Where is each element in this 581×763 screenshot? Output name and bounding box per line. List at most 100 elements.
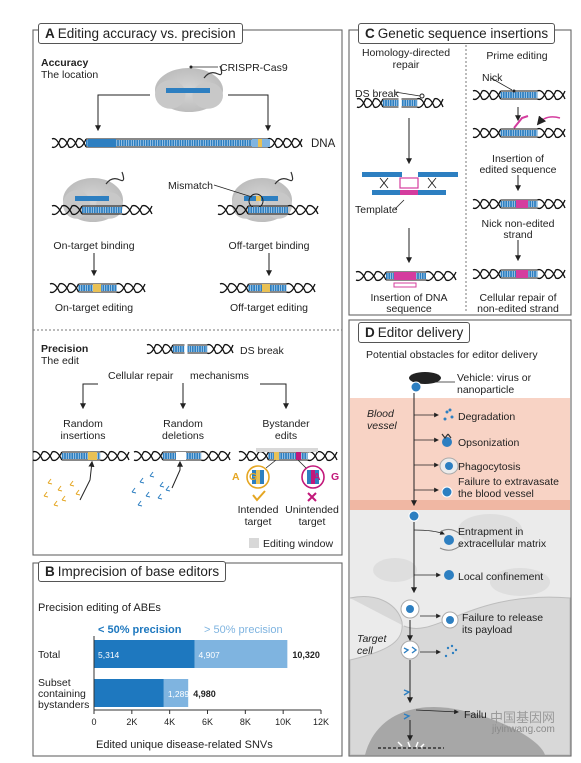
ecm-blob-2	[490, 568, 550, 596]
releasing-endosome-icon	[400, 640, 420, 660]
segment-label: 1,289	[168, 689, 190, 699]
mechanisms-label: mechanisms	[190, 370, 249, 382]
template-leader	[394, 199, 405, 210]
editing-window-swatch	[249, 538, 259, 548]
template-insert	[400, 190, 418, 195]
dna-helix-strand	[416, 97, 444, 109]
dna-helix-strand	[49, 282, 80, 294]
unreleased-particle-icon	[446, 616, 454, 624]
dna-helix-strand	[121, 204, 153, 216]
dna-helix-strand	[287, 204, 319, 216]
mismatch-label: Mismatch	[168, 180, 213, 192]
segment-label: 4,907	[199, 650, 221, 660]
random-insertions-line1: Random	[63, 418, 103, 430]
confined-particle-icon	[444, 570, 454, 580]
dna-helix-strand	[537, 89, 566, 101]
bystander-line2: edits	[274, 430, 298, 442]
watermark-line2: jiyinwang.com	[492, 724, 555, 735]
nuclear-entry-burst	[397, 741, 425, 749]
dna-helix-strand	[355, 270, 387, 282]
release-line2: its payload	[462, 624, 513, 636]
dna-bases	[82, 207, 122, 213]
panel-b-title: Imprecision of base editors	[57, 564, 220, 579]
crispr-leader-dot	[189, 65, 193, 69]
dna-prime-insert	[472, 127, 566, 139]
arrow-to-on-target	[95, 94, 150, 132]
dna-helix-strand	[32, 450, 63, 462]
intended-line1: Intended	[237, 504, 279, 516]
entrapped-particle-icon	[444, 535, 454, 545]
dna-helix-strand	[472, 127, 502, 139]
panel-c-title: Genetic sequence insertions	[377, 26, 549, 41]
dna-helix-strand	[286, 282, 316, 294]
dna-bases	[248, 207, 288, 213]
arrow-to-off-target	[228, 94, 271, 132]
degraded-cargo	[446, 646, 450, 650]
panel-a-letter: A	[45, 26, 55, 41]
nuclear-cargo-icon	[403, 713, 411, 720]
dna-helix-strand	[116, 282, 146, 294]
panel-d-frame	[348, 319, 572, 757]
local-confinement-label: Local confinement	[458, 571, 544, 583]
dna-helix-strand	[356, 97, 384, 109]
degraded-cargo	[454, 648, 458, 652]
insert-loop	[399, 177, 419, 189]
bar-total-label: 10,320	[292, 650, 320, 660]
dna-on-edited	[49, 282, 146, 294]
dna-helix-strand	[49, 282, 80, 294]
arrow-to-insertions	[80, 383, 98, 410]
degradation-label: Degradation	[458, 411, 516, 423]
deleted-nucleotide	[145, 491, 151, 498]
dna-helix-strand	[133, 450, 164, 462]
cas9-lobe	[192, 82, 223, 109]
dna-off-edited	[219, 282, 316, 294]
dna-highlight	[262, 284, 270, 292]
ecm-fiber-icon	[439, 528, 463, 551]
abe-precision-chart: Precision editing of ABEs< 50% precision…	[38, 602, 329, 751]
dna-helix-strand	[238, 450, 269, 462]
nick-non-line1: Nick non-edited	[481, 218, 555, 230]
base-g-left: G	[249, 471, 258, 483]
panel-d-letter: D	[365, 325, 375, 340]
obstacles-label: Potential obstacles for editor delivery	[366, 349, 538, 361]
degraded-fragment	[443, 417, 447, 421]
ds-break-leader	[394, 91, 421, 97]
base-g-right: G	[331, 471, 340, 483]
vehicle-line2: nanoparticle	[457, 384, 515, 396]
bar-segment-subset-over-50	[163, 679, 189, 707]
category-label: containing	[38, 688, 86, 700]
dna-helix-strand	[146, 343, 174, 355]
dna-helix-strand	[51, 204, 83, 216]
dna-helix-strand	[472, 268, 502, 280]
bar-segment-total-under-50	[94, 640, 195, 668]
failure-label-truncated: Failu	[464, 709, 487, 721]
insertion-dna-line2: sequence	[386, 303, 432, 315]
inserted-nucleotide	[47, 478, 53, 485]
deleted-nucleotide	[149, 471, 155, 478]
vessel-wall	[350, 500, 570, 510]
x-axis-label: Edited unique disease-related SNVs	[96, 739, 273, 751]
dna-prime-start	[472, 89, 566, 101]
inserted-nucleotide	[53, 500, 59, 507]
ds-break-marker	[419, 93, 425, 99]
deleted-nucleotide	[131, 487, 137, 494]
target-cell-line2: cell	[357, 645, 373, 657]
ds-break-label-c: DS break	[355, 88, 399, 100]
off-target-binding-label: Off-target binding	[228, 240, 310, 252]
prime-rt-arrow	[536, 115, 561, 126]
dna-highlight	[516, 270, 528, 278]
deleted-nucleotide	[139, 477, 145, 484]
unintended-line1: Unintended	[285, 504, 339, 516]
deletion-gap	[176, 452, 186, 460]
blood-vessel-line2: vessel	[367, 420, 397, 432]
dna-bases	[500, 130, 538, 136]
ds-break-label-a: DS break	[240, 345, 284, 357]
panel-d-title: Editor delivery	[377, 325, 464, 340]
dna-bases	[172, 346, 208, 352]
bystander-site-a	[274, 452, 279, 460]
dna-highlight	[88, 452, 97, 460]
